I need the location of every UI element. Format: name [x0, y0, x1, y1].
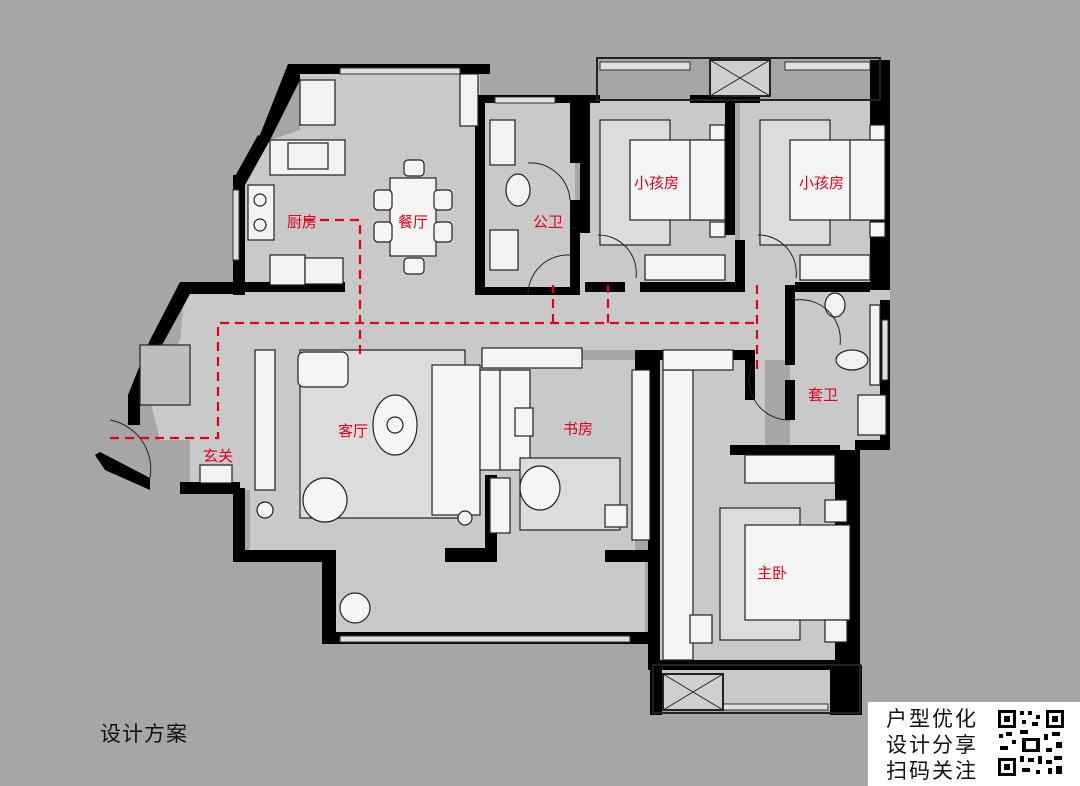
public-bath-fixtures	[489, 119, 531, 271]
design-caption: 设计方案	[100, 722, 188, 746]
ensuite-fixtures	[824, 292, 887, 436]
room-labels: 厨房 餐厅 公卫 小孩房 小孩房 套卫 客厅 书房 玄关 主卧	[203, 174, 844, 582]
living-furniture	[256, 349, 481, 624]
kitchen-fixtures	[247, 73, 479, 286]
promo-line-1: 户型优化	[886, 707, 978, 731]
promo-panel: 户型优化 设计分享 扫码关注	[868, 702, 1080, 786]
promo-line-3: 扫码关注	[886, 759, 978, 783]
promo-text: 户型优化 设计分享 扫码关注	[886, 706, 978, 784]
room-label-ensuite-bath: 套卫	[808, 386, 838, 404]
room-label-study: 书房	[563, 420, 593, 438]
promo-line-2: 设计分享	[886, 733, 978, 757]
dining-table	[373, 159, 453, 275]
doors	[109, 162, 841, 479]
entrance-fixtures	[139, 344, 276, 491]
master-furniture	[662, 349, 851, 661]
circulation-lines	[110, 218, 759, 440]
room-label-kids-room-2: 小孩房	[799, 174, 844, 192]
room-label-dining: 餐厅	[398, 213, 428, 231]
room-label-kitchen: 厨房	[287, 213, 317, 231]
room-label-master-bedroom: 主卧	[757, 564, 787, 582]
windows	[232, 61, 889, 711]
qr-code-icon[interactable]	[996, 708, 1066, 778]
kids-room-furniture	[599, 119, 886, 281]
balcony-vents	[662, 59, 771, 711]
study-furniture	[479, 347, 651, 541]
room-label-living: 客厅	[338, 422, 368, 440]
room-label-entrance: 玄关	[203, 447, 233, 465]
room-label-kids-room-1: 小孩房	[634, 174, 679, 192]
room-label-public-bath: 公卫	[533, 213, 563, 231]
